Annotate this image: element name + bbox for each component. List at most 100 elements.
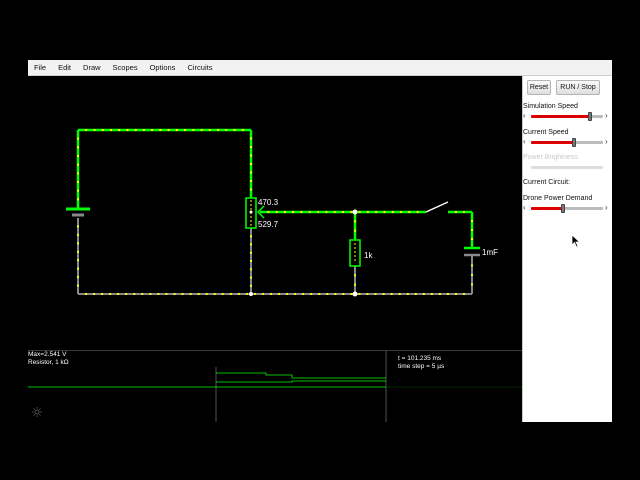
current-dot (463, 211, 465, 213)
battery[interactable] (66, 207, 90, 217)
circuit-diagram[interactable]: 470.3 529.7 1k 1mF (28, 76, 522, 350)
current-dot (245, 293, 248, 295)
current-dot (438, 293, 441, 295)
current-dot (358, 293, 361, 295)
current-dot (189, 293, 192, 295)
circuit-canvas[interactable]: 470.3 529.7 1k 1mF (28, 76, 522, 422)
slider-thumb[interactable] (588, 112, 593, 121)
menu-file[interactable]: File (34, 63, 47, 72)
scope-time-label: t = 101.235 ms (398, 355, 442, 362)
current-dot (310, 293, 313, 295)
current-dot (354, 283, 356, 286)
current-dot (77, 276, 79, 279)
current-dot (326, 293, 329, 295)
current-dot (318, 293, 321, 295)
current-dot (375, 211, 378, 213)
current-dot (77, 225, 79, 228)
current-dot (308, 211, 311, 213)
current-dot (302, 293, 305, 295)
current-dot (446, 293, 449, 295)
current-dot (261, 293, 264, 295)
scope-trace (28, 351, 522, 422)
simulation-speed-slider[interactable]: ‹ › (523, 111, 611, 121)
current-dot (117, 293, 120, 295)
chevron-right-icon[interactable]: › (605, 137, 608, 146)
current-dot (471, 220, 473, 222)
capacitor-1mf[interactable] (464, 246, 480, 257)
slider-thumb[interactable] (561, 204, 566, 213)
current-dot (109, 293, 112, 295)
current-dot (77, 267, 79, 270)
current-dot (93, 129, 96, 131)
node-junction (352, 209, 358, 215)
current-dot (250, 180, 252, 182)
current-dot (292, 211, 295, 213)
current-dot (77, 233, 79, 236)
current-dot (350, 293, 353, 295)
current-dot (141, 293, 144, 295)
current-dot (110, 129, 112, 131)
slider-thumb[interactable] (572, 138, 577, 147)
current-dot (165, 293, 168, 295)
current-dot (250, 284, 252, 287)
switch[interactable] (425, 201, 449, 213)
reset-button[interactable]: Reset (527, 80, 551, 95)
node-junction (249, 292, 253, 296)
current-dot (167, 129, 170, 131)
current-dot (275, 211, 278, 213)
drone-power-demand-slider[interactable]: ‹ › (523, 203, 611, 213)
current-speed-slider[interactable]: ‹ › (523, 137, 611, 147)
current-dot (77, 181, 79, 183)
chevron-left-icon[interactable]: ‹ (523, 137, 526, 146)
current-dot (184, 129, 187, 131)
current-dot (237, 293, 240, 295)
chevron-right-icon[interactable]: › (605, 203, 608, 212)
current-dot (217, 129, 219, 131)
menu-circuits[interactable]: Circuits (187, 63, 213, 72)
current-dot (350, 211, 353, 213)
current-dot (463, 293, 465, 295)
scope-panel[interactable]: Max=2.541 V Resistor, 1 kΩ t = 101.235 m… (28, 350, 522, 422)
current-dot (366, 293, 369, 295)
current-dot (118, 129, 121, 131)
scope-element-label: Resistor, 1 kΩ (28, 359, 69, 366)
chevron-left-icon[interactable]: ‹ (523, 203, 526, 212)
current-dot (125, 293, 128, 295)
current-dot (225, 129, 228, 131)
chevron-left-icon[interactable]: ‹ (523, 111, 526, 120)
menu-options[interactable]: Options (149, 63, 176, 72)
capacitor-label: 1mF (482, 248, 498, 257)
menu-scopes[interactable]: Scopes (112, 63, 138, 72)
current-dot (151, 129, 154, 131)
current-dot (283, 211, 286, 213)
current-dot (250, 154, 252, 157)
power-brightness-label: Power Brightness (523, 154, 578, 161)
current-dot (374, 293, 377, 295)
current-dot (133, 293, 136, 295)
current-dot (181, 293, 184, 295)
sun-icon[interactable] (32, 407, 42, 417)
current-dot (157, 293, 160, 295)
current-dot (77, 163, 79, 166)
current-dot (354, 220, 356, 223)
wires (76, 128, 474, 295)
current-dot (126, 129, 129, 131)
chevron-right-icon[interactable]: › (605, 111, 608, 120)
current-dot (101, 293, 104, 295)
node-junction (352, 291, 358, 297)
current-dot (391, 211, 394, 213)
resistor-1k[interactable] (349, 239, 361, 267)
resistor-label: 1k (364, 251, 373, 260)
drone-power-demand-label: Drone Power Demand (523, 195, 593, 202)
current-circuit-label: Current Circuit: (523, 179, 571, 186)
current-dot (250, 137, 252, 140)
menu-draw[interactable]: Draw (83, 63, 101, 72)
run-stop-button[interactable]: RUN / Stop (556, 80, 600, 95)
current-dot (241, 129, 244, 131)
current-dot (471, 274, 473, 276)
menu-edit[interactable]: Edit (58, 63, 72, 72)
current-dot (250, 260, 252, 262)
current-dot (205, 293, 208, 295)
power-brightness-slider (523, 163, 611, 171)
scope-max-label: Max=2.541 V (28, 351, 67, 358)
